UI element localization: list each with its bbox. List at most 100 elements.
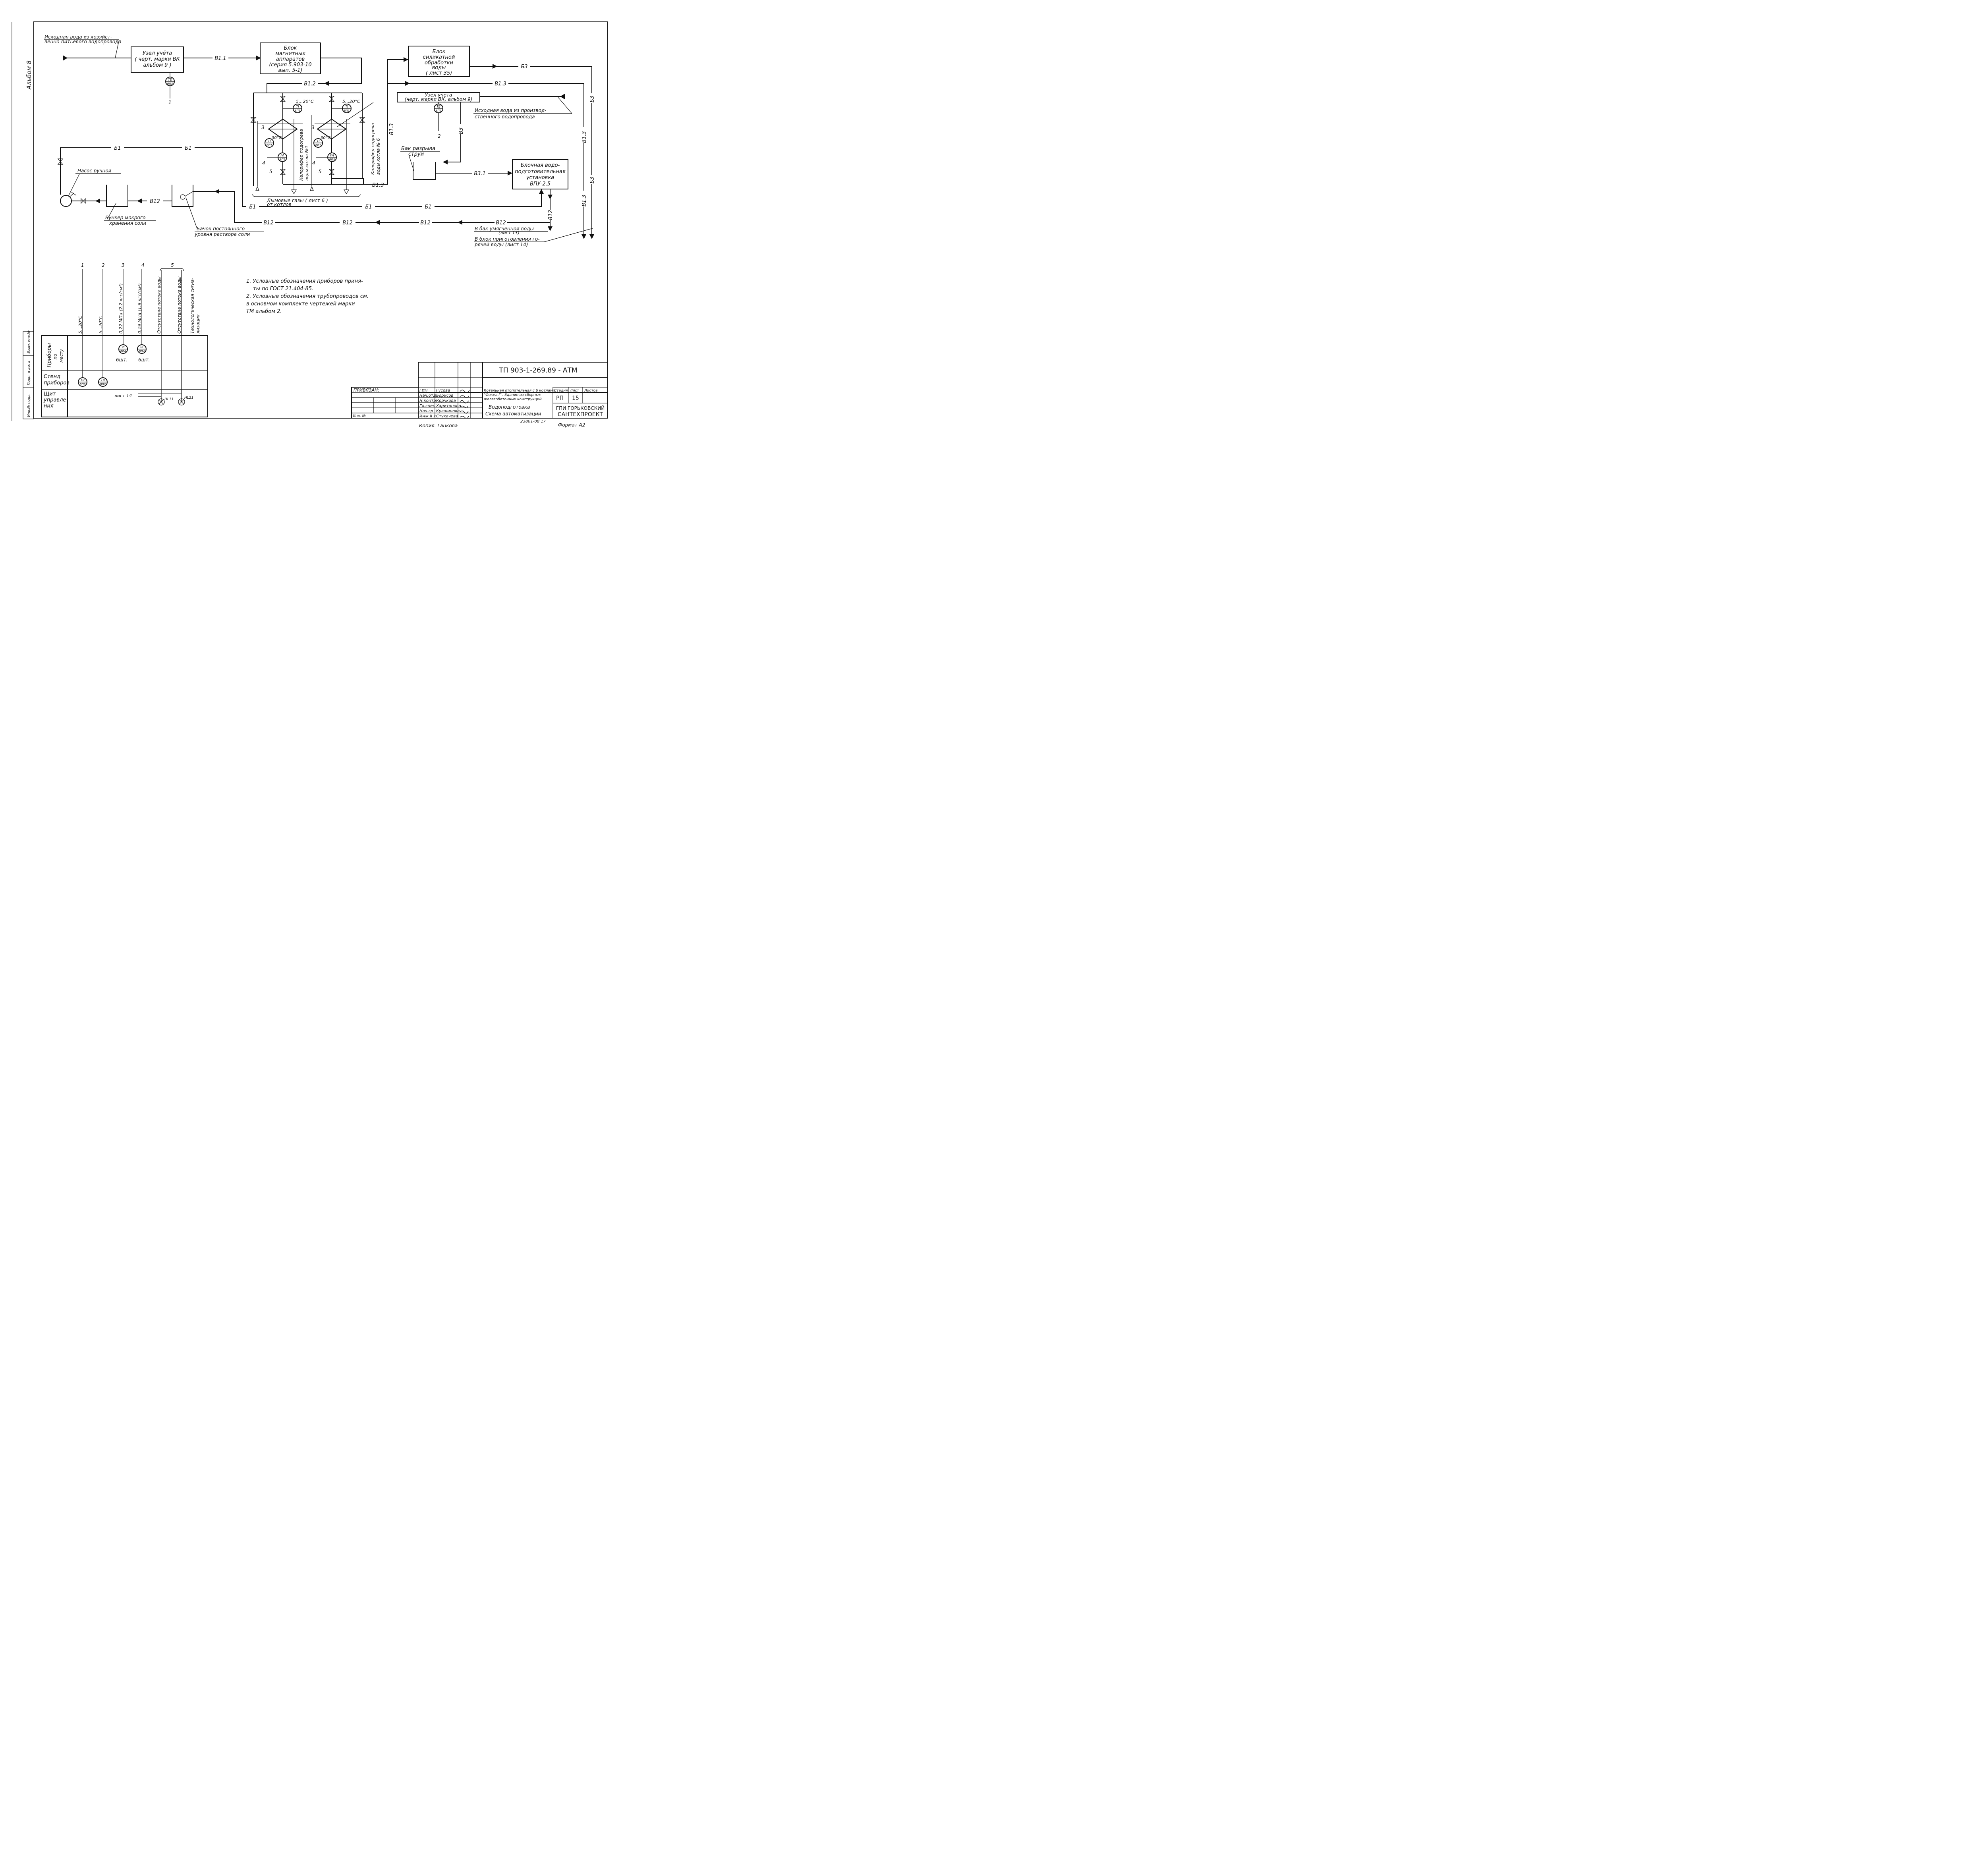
ref-1-top: 1 — [168, 100, 172, 105]
municipal-source-label: Исходная вода из хозяйст- венно-питьевог… — [44, 34, 122, 58]
svg-text:воды котла №1: воды котла №1 — [304, 146, 309, 181]
svg-text:TI: TI — [317, 139, 320, 143]
svg-text:Котельная отопительная с 6 кот: Котельная отопительная с 6 котлами — [484, 389, 555, 393]
svg-text:Гл.спец: Гл.спец — [419, 404, 435, 408]
vpu-block — [512, 159, 568, 189]
svg-text:Листов: Листов — [584, 389, 598, 393]
svg-text:Щит: Щит — [44, 391, 56, 397]
svg-text:ВП2: ВП2 — [100, 383, 106, 386]
svg-text:1. Условные обозначения прибор: 1. Условные обозначения приборов приня- — [246, 278, 363, 284]
svg-text:Стенд: Стенд — [44, 374, 60, 380]
svg-text:Б1: Б1 — [365, 204, 372, 210]
pipe-to-silicate — [387, 59, 408, 83]
svg-text:ТМ альбом 2.: ТМ альбом 2. — [246, 309, 282, 315]
automation-scheme-drawing: Альбом 8 Инв.№ подл. Подп. и дата Взам. … — [12, 21, 608, 428]
heater-boiler-6: 5...20°C TI ВП1 3 30°C TI ВП1 FA ВП5 4 5… — [310, 93, 381, 195]
svg-text:по: по — [53, 354, 58, 359]
salt-bunker: Бункер мокрого хранения соли — [104, 185, 156, 226]
svg-text:2. Условные обозначения трубоп: 2. Условные обозначения трубопроводов см… — [246, 293, 369, 299]
svg-text:ВП3: ВП3 — [167, 82, 173, 85]
svg-text:В12: В12 — [263, 220, 273, 226]
svg-text:5: 5 — [171, 262, 174, 268]
svg-text:магнитных: магнитных — [275, 51, 305, 57]
left-stamp: Инв.№ подл. Подп. и дата Взам. инв.№ — [23, 330, 34, 419]
svg-text:30°C: 30°C — [321, 136, 330, 140]
svg-text:РП: РП — [556, 395, 564, 401]
pipe-b63 — [469, 66, 592, 238]
svg-text:обработки: обработки — [425, 60, 453, 66]
svg-text:Блок: Блок — [284, 45, 297, 51]
svg-text:(черт. марки ВК, альбом 9): (черт. марки ВК, альбом 9) — [405, 97, 473, 102]
svg-text:Лист: Лист — [570, 389, 580, 393]
svg-text:3: 3 — [261, 125, 265, 130]
heater-boiler-1: 5...20°C TI ВП1 3 30°C TI ВП1 FA ВП5 4 5… — [250, 93, 314, 195]
svg-text:PI: PI — [140, 345, 143, 349]
svg-text:Харитонова: Харитонова — [436, 404, 461, 408]
svg-text:Дымовые газы ( лист 6 ): Дымовые газы ( лист 6 ) — [267, 198, 328, 203]
te-vp2-instrument: TE ВП2 — [434, 104, 443, 113]
svg-text:TI: TI — [296, 105, 299, 108]
svg-text:(лист 13): (лист 13) — [498, 230, 520, 235]
svg-text:4: 4 — [262, 160, 265, 166]
svg-text:ВП4: ВП4 — [120, 350, 126, 353]
svg-text:HL11: HL11 — [164, 398, 174, 401]
level-tank: Бачок постоянного уровня раствора соли — [172, 185, 264, 237]
svg-text:2: 2 — [102, 262, 105, 268]
svg-text:Бак разрыва: Бак разрыва — [401, 146, 435, 152]
svg-text:венно-питьевого водопровода: венно-питьевого водопровода — [44, 39, 122, 44]
svg-text:Б3: Б3 — [589, 96, 595, 102]
drawing-frame — [33, 21, 608, 419]
copy-stamp: Копия. Ганкова — [419, 423, 458, 428]
svg-text:ВП1: ВП1 — [267, 144, 272, 147]
inlet-arrow — [63, 55, 68, 61]
svg-text:Инв. №: Инв. № — [353, 414, 366, 418]
svg-text:альбом 9 ): альбом 9 ) — [143, 62, 171, 68]
svg-text:TE: TE — [437, 105, 441, 108]
svg-text:ВПУ-2,5: ВПУ-2,5 — [530, 181, 551, 187]
svg-text:5: 5 — [319, 169, 322, 174]
svg-text:6шт.: 6шт. — [138, 357, 150, 363]
svg-text:вып. 5-1): вып. 5-1) — [278, 68, 303, 73]
svg-text:ты по ГОСТ 21.404-85.: ты по ГОСТ 21.404-85. — [253, 286, 313, 292]
pipe-b3 — [443, 102, 461, 162]
signatures — [460, 390, 470, 419]
svg-text:Узел учёта: Узел учёта — [143, 50, 172, 56]
svg-text:В блок приготовления го-: В блок приготовления го- — [475, 236, 540, 242]
svg-text:Технологическая сигна-: Технологическая сигна- — [190, 278, 195, 334]
svg-text:Узел учета: Узел учета — [425, 92, 452, 98]
svg-text:ВП3: ВП3 — [80, 383, 86, 386]
svg-text:( черт. марки ВК: ( черт. марки ВК — [135, 56, 180, 62]
svg-text:В12: В12 — [150, 199, 160, 205]
svg-text:ПРИВЯЗАН:: ПРИВЯЗАН: — [354, 388, 379, 393]
svg-text:Схема автоматизации: Схема автоматизации — [485, 411, 541, 417]
svg-text:ВП2: ВП2 — [436, 109, 442, 112]
svg-text:В1.2: В1.2 — [304, 81, 316, 87]
svg-text:Калорифер подогрева: Калорифер подогрева — [299, 129, 304, 181]
svg-text:ВП5: ВП5 — [280, 158, 286, 161]
svg-text:Насос ручной: Насос ручной — [77, 168, 112, 174]
svg-text:Исходная вода из производ-: Исходная вода из производ- — [475, 108, 546, 113]
svg-text:Приборы: Приборы — [46, 343, 52, 367]
svg-text:5...20°C: 5...20°C — [98, 316, 103, 334]
svg-text:В12: В12 — [420, 220, 430, 226]
svg-text:Корчкова: Корчкова — [436, 399, 456, 403]
svg-text:воды котла № 6: воды котла № 6 — [376, 138, 381, 175]
svg-text:Исходная вода из хозяйст-: Исходная вода из хозяйст- — [44, 34, 112, 40]
svg-text:хранения соли: хранения соли — [109, 220, 147, 226]
svg-text:в основном комплекте чертежей: в основном комплекте чертежей марки — [246, 301, 355, 307]
svg-text:5: 5 — [269, 169, 272, 174]
svg-text:лист 14: лист 14 — [114, 393, 132, 398]
format-label: Формат А2 — [558, 422, 585, 428]
svg-text:TR: TR — [81, 378, 85, 382]
silicate-block — [408, 46, 470, 77]
softened-water-label: В бак умягченной воды (лист 13) — [474, 226, 548, 235]
svg-text:0,19 МПа (1.9 кгс/см²): 0,19 МПа (1.9 кгс/см²) — [137, 284, 142, 334]
svg-text:В1.3: В1.3 — [495, 81, 506, 87]
svg-text:ТП 903-1-269.89 - АТМ: ТП 903-1-269.89 - АТМ — [498, 367, 577, 374]
svg-text:Кувшинова: Кувшинова — [436, 409, 460, 413]
te-vp3-instrument: TE ВП3 — [165, 77, 175, 86]
svg-text:Стадия: Стадия — [554, 389, 568, 393]
svg-text:2: 2 — [438, 133, 441, 139]
svg-text:Калорифер подогрева: Калорифер подогрева — [370, 123, 375, 175]
pipe-b1-2 — [267, 58, 362, 93]
